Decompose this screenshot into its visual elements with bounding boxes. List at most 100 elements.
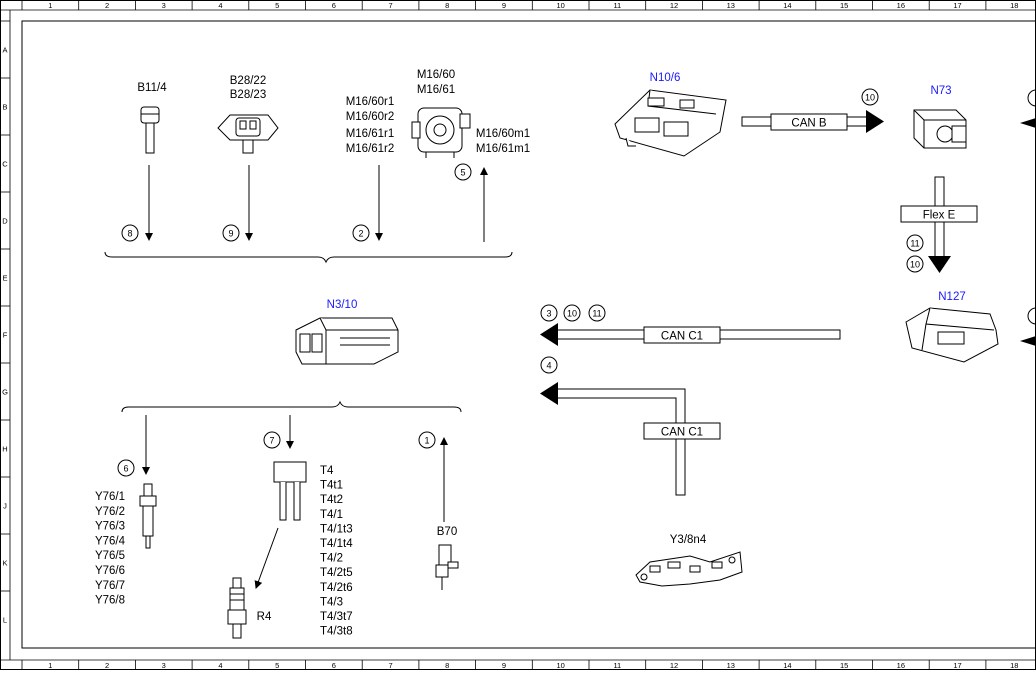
signal-11-can-marker: 11 — [588, 304, 606, 322]
powertrain-control-unit-icon — [905, 307, 999, 363]
t4-item-label: T4 — [320, 465, 334, 477]
y76-item-label: Y76/7 — [95, 580, 125, 592]
grid-column-label: 3 — [162, 1, 166, 10]
b70-label: B70 — [437, 526, 457, 538]
grid-column-label: 3 — [162, 661, 166, 670]
grid-column-label: 2 — [105, 1, 109, 10]
grid-column-label: 7 — [388, 1, 392, 10]
grid-column-label: 7 — [388, 661, 392, 670]
y76-item-label: Y76/6 — [95, 565, 125, 577]
b28-23-label: B28/23 — [230, 89, 266, 101]
m16-60r2-label: M16/60r2 — [346, 111, 395, 123]
y76-item-label: Y76/3 — [95, 521, 125, 533]
grid-row-label: C — [2, 160, 8, 169]
r4-label: R4 — [257, 611, 272, 623]
svg-text:10: 10 — [567, 309, 577, 319]
t4-item-label: T4/3t7 — [320, 611, 353, 623]
flex-e-label: Flex E — [923, 210, 956, 222]
signal-1-marker: 1 — [418, 431, 436, 449]
m16-61m1-label: M16/61m1 — [476, 143, 530, 155]
flex-e-arrowhead — [928, 256, 951, 273]
grid-column-labels: 1122334455667788991010111112121313141415… — [21, 0, 1018, 670]
signal-4-marker: 4 — [540, 356, 558, 374]
transmission-control-unit-icon — [635, 551, 743, 587]
temperature-sensor-icon — [140, 106, 160, 154]
grid-row-label: J — [3, 502, 7, 511]
t4-item-label: T4/1t3 — [320, 523, 353, 535]
grid-column-label: 8 — [445, 661, 449, 670]
y76-item-label: Y76/4 — [95, 535, 126, 547]
n127-label: N127 — [938, 291, 966, 303]
svg-text:9: 9 — [228, 229, 233, 239]
signal-10-canb-marker: 10 — [861, 88, 879, 106]
svg-text:11: 11 — [910, 239, 919, 249]
t4-item-label: T4/3 — [320, 596, 343, 608]
t4-coil-list: T4T4t1T4t2T4/1T4/1t3T4/1t4T4/2T4/2t5T4/2… — [320, 465, 353, 638]
signal-8-marker: 8 — [121, 224, 139, 242]
can-b-label-box — [770, 113, 848, 131]
edge-arrow-mid — [1020, 336, 1036, 346]
n73-label: N73 — [930, 85, 951, 97]
svg-text:4: 4 — [546, 361, 551, 371]
grid-column-label: 9 — [502, 661, 506, 670]
svg-text:10: 10 — [910, 260, 920, 270]
engine-control-unit-icon — [295, 317, 399, 365]
svg-text:5: 5 — [460, 168, 465, 178]
grid-column-label: 12 — [670, 661, 678, 670]
grid-column-label: 13 — [727, 1, 735, 10]
throttle-valve-icon — [411, 107, 471, 158]
grid-row-label: E — [2, 274, 7, 283]
n10-6-label: N10/6 — [650, 72, 681, 84]
signal-11-flex-marker: 11 — [906, 234, 924, 252]
grid-column-label: 10 — [556, 661, 564, 670]
grid-column-label: 16 — [897, 661, 905, 670]
grid-column-label: 14 — [783, 661, 791, 670]
spark-plug-icon — [227, 577, 247, 639]
m16-60-label: M16/60 — [417, 69, 455, 81]
fuel-injector-icon — [139, 483, 157, 549]
svg-text:6: 6 — [123, 464, 128, 474]
signal-2-marker: 2 — [352, 224, 370, 242]
grid-column-label: 9 — [502, 1, 506, 10]
grid-row-label: H — [2, 445, 7, 454]
grid-column-label: 8 — [445, 1, 449, 10]
grid-column-label: 5 — [275, 1, 279, 10]
grid-column-label: 2 — [105, 661, 109, 670]
grid-column-label: 11 — [613, 661, 621, 670]
can-c1-lower-arrowhead — [540, 382, 558, 405]
grid-row-label: A — [2, 46, 7, 55]
grid-column-label: 13 — [727, 661, 735, 670]
svg-text:10: 10 — [865, 93, 875, 103]
grid-column-label: 6 — [332, 1, 336, 10]
y3-8n4-label: Y3/8n4 — [670, 534, 707, 546]
grid-row-label: D — [2, 217, 8, 226]
can-b-arrowhead — [866, 110, 884, 133]
grid-column-label: 18 — [1010, 661, 1018, 670]
can-c1-upper-label-box — [643, 326, 721, 344]
ignition-coil-icon — [273, 461, 307, 521]
t4-item-label: T4/2t6 — [320, 582, 353, 594]
m16-61-label: M16/61 — [417, 84, 455, 96]
m16-61r2-label: M16/61r2 — [346, 143, 395, 155]
crankshaft-sensor-icon — [435, 544, 459, 590]
svg-text:11: 11 — [592, 309, 601, 319]
m16-60m1-label: M16/60m1 — [476, 128, 530, 140]
y76-item-label: Y76/5 — [95, 550, 125, 562]
can-c1-lower-bus — [555, 388, 686, 496]
edge-arrow-top — [1020, 118, 1036, 128]
grid-column-label: 18 — [1010, 1, 1018, 10]
t4-item-label: T4/1 — [320, 509, 343, 521]
grid-row-label: G — [2, 388, 8, 397]
grid-column-label: 12 — [670, 1, 678, 10]
upper-brace — [104, 251, 513, 264]
grid-column-label: 15 — [840, 661, 848, 670]
t4-item-label: T4/2t5 — [320, 567, 353, 579]
y76-item-label: Y76/8 — [95, 595, 125, 607]
grid-row-label: F — [3, 331, 8, 340]
svg-text:8: 8 — [127, 229, 132, 239]
t4-item-label: T4/2 — [320, 553, 343, 565]
